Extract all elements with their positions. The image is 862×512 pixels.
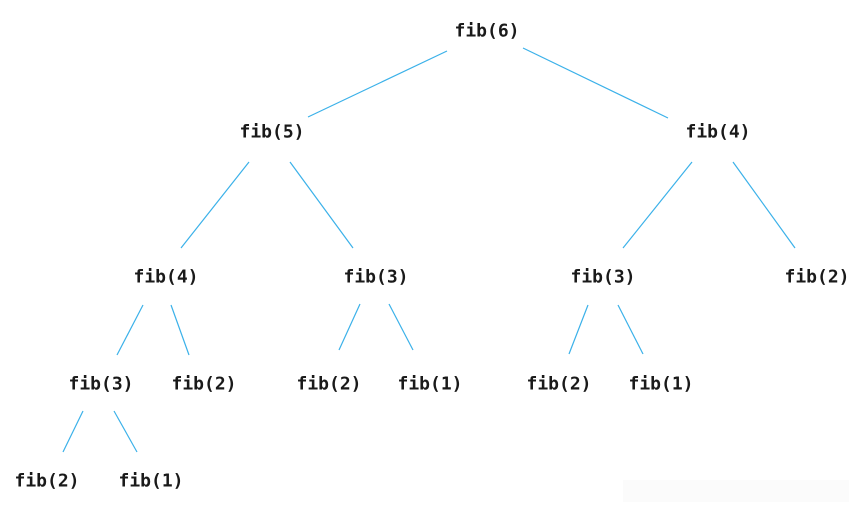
tree-node: fib(2) xyxy=(171,373,237,395)
tree-edge xyxy=(62,410,84,453)
tree-node: fib(4) xyxy=(685,121,751,143)
tree-node: fib(6) xyxy=(454,20,520,42)
tree-node: fib(3) xyxy=(570,266,636,288)
tree-edge xyxy=(568,304,589,355)
tree-edge xyxy=(522,47,669,119)
tree-edge xyxy=(289,161,354,249)
tree-node: fib(1) xyxy=(628,373,694,395)
tree-edge xyxy=(338,303,361,351)
tree-node: fib(5) xyxy=(239,121,305,143)
tree-node: fib(2) xyxy=(784,266,850,288)
watermark-area xyxy=(623,480,849,502)
tree-edge xyxy=(113,410,138,453)
tree-edge xyxy=(307,50,448,118)
tree-edge xyxy=(180,161,250,249)
tree-edge xyxy=(116,304,144,356)
tree-node: fib(1) xyxy=(118,470,184,492)
tree-node: fib(3) xyxy=(343,266,409,288)
tree-node: fib(2) xyxy=(14,470,80,492)
tree-node: fib(1) xyxy=(397,373,463,395)
tree-edge xyxy=(617,304,644,355)
tree-edge xyxy=(622,161,693,249)
tree-node: fib(2) xyxy=(526,373,592,395)
tree-edge xyxy=(732,161,796,249)
tree-edge xyxy=(170,304,190,356)
tree-node: fib(4) xyxy=(133,266,199,288)
tree-node: fib(2) xyxy=(296,373,362,395)
tree-edge xyxy=(388,303,414,351)
tree-node: fib(3) xyxy=(68,373,134,395)
